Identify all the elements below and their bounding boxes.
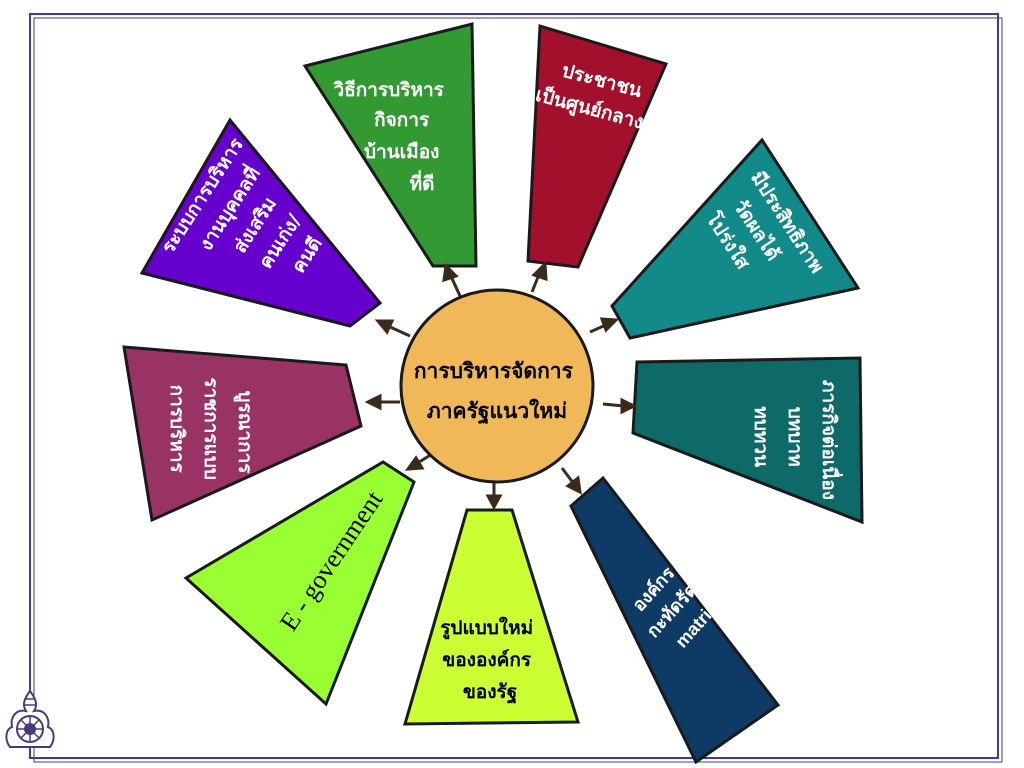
label-bottom: รูปแบบใหม่ ขององค์กร ของรัฐ: [440, 616, 540, 705]
arrowhead-bottom: [485, 494, 503, 511]
segment-bottom: [402, 508, 581, 726]
segment-left: [122, 345, 363, 523]
arrowhead-bottom-right: [565, 475, 582, 495]
arrowhead-right-upper: [599, 317, 620, 333]
segment-right: [631, 356, 864, 525]
emblem-logo-icon: [5, 689, 55, 748]
slide-frame: [29, 13, 1003, 763]
segment-top-right: [526, 24, 669, 269]
arrowhead-upper-left: [374, 319, 395, 335]
label-left: การบริหาร ราชการแบบ บูรณาการ: [166, 377, 256, 486]
center-line-2: ภาครัฐแนวใหม่: [427, 398, 567, 425]
center-hub: การบริหารจัดการ ภาครัฐแนวใหม่: [399, 288, 595, 484]
center-line-1: การบริหารจัดการ: [414, 358, 574, 383]
connector-arrows: [364, 260, 638, 511]
segments: [122, 22, 864, 765]
arrow-upper-left: [387, 324, 411, 338]
segment-upper-left: [139, 117, 383, 328]
segment-bottom-right: [569, 475, 781, 765]
arrowhead-left: [364, 393, 382, 411]
arrowhead-top-left: [442, 262, 459, 283]
label-top-left: วิธีการบริหาร กิจการ บ้านเมือง ที่ดี: [333, 79, 450, 195]
arrowhead-bottom-left: [404, 455, 425, 471]
segment-top-left: [302, 22, 478, 268]
arrowhead-top-right: [531, 260, 548, 282]
segment-bottom-left: [183, 460, 416, 707]
svg-text:การบริหารจัดการ ภาครัฐแน: การบริหารจัดการ ภาครัฐแนวใหม่: [414, 358, 580, 425]
center-circle: [399, 288, 595, 484]
arrowhead-right: [620, 397, 638, 415]
label-right: ทบทวน บทบาท ภารกิจต่อเนื่อง: [750, 380, 843, 500]
segment-right-upper: [610, 137, 861, 340]
